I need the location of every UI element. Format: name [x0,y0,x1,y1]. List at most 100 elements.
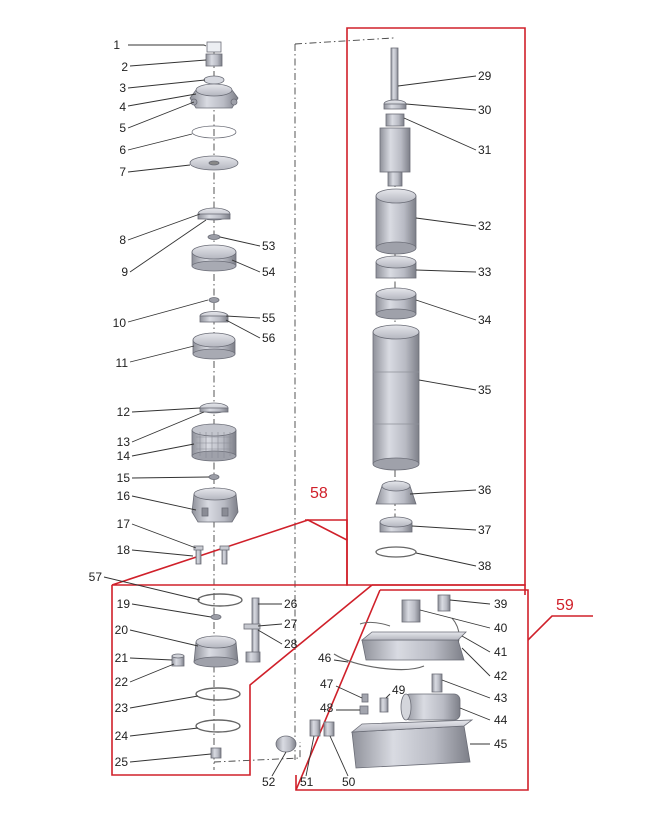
part-32-top [375,188,417,204]
frame-58-lower [111,584,373,776]
part-54-top [191,244,237,260]
frame-59-leader [527,615,593,641]
callout-10: 10 [113,316,127,330]
part-29-shaft [390,47,399,101]
callout-24: 24 [115,729,129,743]
part-35-top [372,324,420,340]
callout-53: 53 [262,239,276,253]
part-48-clip [359,705,369,715]
part-33-top [375,255,417,269]
part-15-washer [208,474,220,480]
part-10-spacer [208,297,220,303]
callout-25: 25 [115,755,129,769]
part-1-cap [206,41,222,53]
callout-1: 1 [113,38,120,52]
part-35-stator [372,331,420,465]
frame-59 [295,589,529,791]
part-31-bearing [385,113,405,127]
part-34-bottom [375,308,417,320]
part-14-top [191,423,237,437]
part-11-bottom [192,348,236,360]
callout-47: 47 [320,677,334,691]
callout-43: 43 [494,691,508,705]
callout-38: 38 [478,559,492,573]
part-2-plug [205,53,223,67]
part-17-bolt-head [193,545,204,551]
callout-17: 17 [117,517,131,531]
callout-49: 49 [392,683,406,697]
callout-19: 19 [117,597,131,611]
callout-48: 48 [320,701,334,715]
callout-5: 5 [119,121,126,135]
part-43-tube [431,673,443,693]
callout-35: 35 [478,383,492,397]
callout-14: 14 [117,449,131,463]
callout-29: 29 [478,69,492,83]
part-36-top [381,480,411,492]
callout-numbers: 1 2 3 4 5 6 7 8 9 10 11 12 13 14 15 16 1… [89,38,508,789]
part-34-top [375,287,417,301]
part-19-washer [210,614,222,620]
frame-58-notch [305,519,348,540]
callout-2: 2 [121,60,128,74]
part-4-head-top [195,83,233,97]
part-27-lever [243,623,261,630]
part-38-o-ring [375,546,417,558]
part-37-top [379,516,413,528]
part-45-control-box [351,725,471,769]
callout-44: 44 [494,713,508,727]
callout-3: 3 [119,81,126,95]
callout-18: 18 [117,543,131,557]
callout-12: 12 [117,405,131,419]
part-25-nut [210,747,222,759]
part-18-bolt-head [219,545,230,551]
part-16-port [201,507,209,517]
group-frames [111,27,593,791]
part-6-seal-ring [191,125,237,139]
group-label-58: 58 [310,485,328,502]
part-32-bottom [375,241,417,255]
callout-9: 9 [121,265,128,279]
callout-11: 11 [116,356,129,370]
part-20-bottom [193,656,239,668]
frame-59-top-link [372,584,526,595]
part-46-cable [333,653,425,671]
part-47-clip [361,693,369,703]
part-16-top [193,487,237,501]
callout-7: 7 [119,165,126,179]
part-5-bolt-hole-r [230,98,238,106]
part-14-mesh [196,432,232,458]
callout-50: 50 [342,775,356,789]
part-56-impeller-body [199,315,229,323]
part-3-neck [203,75,225,85]
callout-42: 42 [494,669,508,683]
callout-51: 51 [300,775,314,789]
callout-23: 23 [115,701,129,715]
motor-stack [372,47,420,558]
part-9-impeller-body [197,213,231,220]
callout-22: 22 [115,675,129,689]
part-24-ring [195,719,241,733]
part-49-terminal [379,697,389,713]
part-11-top [192,332,236,348]
part-30-collar-body [383,103,407,110]
callout-30: 30 [478,103,492,117]
callout-8: 8 [119,233,126,247]
callout-15: 15 [117,471,131,485]
top-link-axis [294,37,394,45]
callout-21: 21 [115,651,129,665]
part-53-washer [207,234,221,240]
part-44-capacitor-end [400,693,412,721]
callout-57: 57 [89,570,103,584]
callout-36: 36 [478,483,492,497]
part-42-tray-top [360,631,467,641]
part-51-connector [309,719,321,737]
part-45-control-box-top [350,719,474,733]
callout-20: 20 [115,623,129,637]
callout-54: 54 [262,265,276,279]
part-28-valve-body [245,651,261,663]
part-52-cable-gland [275,735,297,753]
callout-32: 32 [478,219,492,233]
